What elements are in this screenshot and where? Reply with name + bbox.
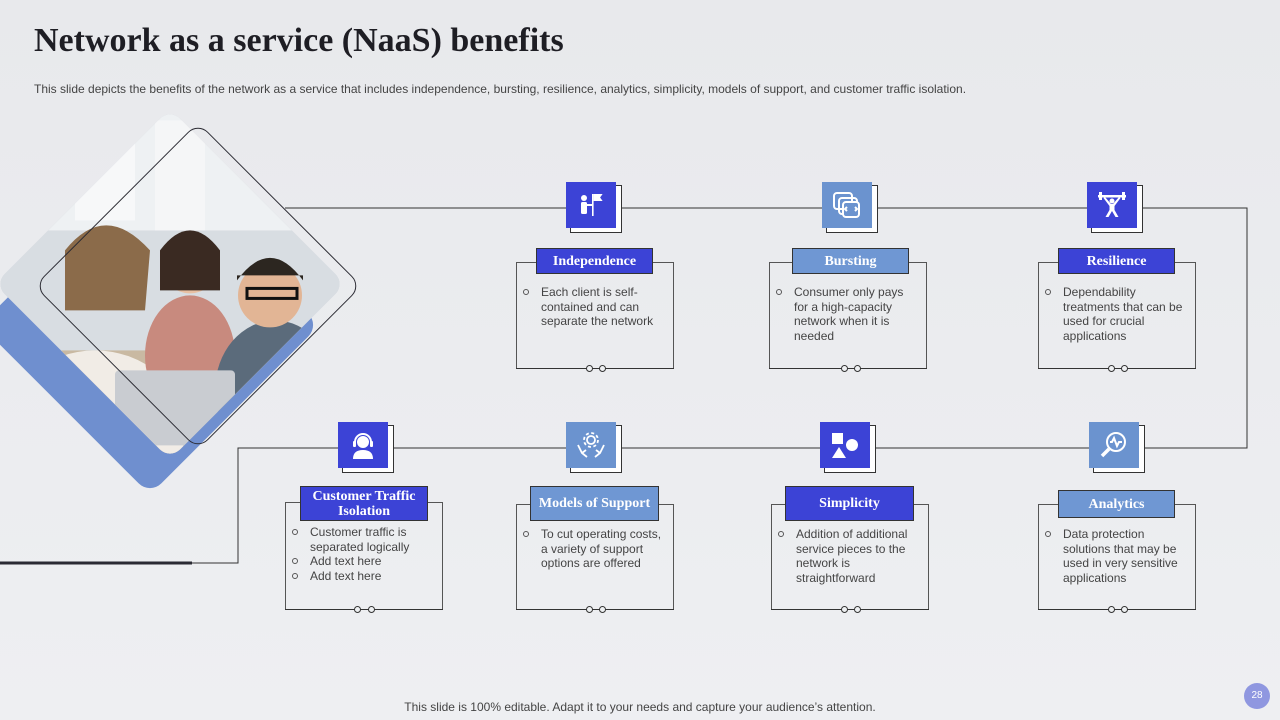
- customer-traffic-label: Customer Traffic Isolation: [300, 486, 428, 521]
- shapes-icon: [820, 422, 870, 468]
- benefit-bullet: Customer traffic is separated logically: [292, 525, 436, 554]
- resilience-icon-box: [1087, 182, 1143, 233]
- headset-agent-icon: [338, 422, 388, 468]
- benefit-bullet: Add text here: [292, 569, 436, 584]
- flag-person-icon: [566, 182, 616, 228]
- support-label: Models of Support: [530, 486, 659, 521]
- analytics-icon-box: [1089, 422, 1145, 473]
- bursting-label: Bursting: [792, 248, 909, 274]
- bursting-card: Consumer only pays for a high-capacity n…: [769, 262, 927, 372]
- customer-traffic-card: Customer traffic is separated logically …: [285, 502, 443, 613]
- simplicity-card: Addition of additional service pieces to…: [771, 504, 929, 613]
- hands-gear-icon: [566, 422, 616, 468]
- benefit-bullet: Addition of additional service pieces to…: [778, 527, 922, 585]
- bursting-icon-box: [822, 182, 878, 233]
- simplicity-label: Simplicity: [785, 486, 914, 521]
- magnifier-chart-icon: [1089, 422, 1139, 468]
- slide-title: Network as a service (NaaS) benefits: [34, 22, 564, 59]
- slide-footer: This slide is 100% editable. Adapt it to…: [404, 700, 876, 714]
- benefit-bullet: Add text here: [292, 554, 436, 569]
- benefit-bullet: Each client is self-contained and can se…: [523, 285, 667, 329]
- independence-icon-box: [566, 182, 622, 233]
- customer-traffic-icon-box: [338, 422, 394, 473]
- weightlifter-icon: [1087, 182, 1137, 228]
- page-number: 28: [1244, 683, 1270, 709]
- benefit-bullet: Data protection solutions that may be us…: [1045, 527, 1189, 585]
- resilience-card: Dependability treatments that can be use…: [1038, 262, 1196, 372]
- support-card: To cut operating costs, a variety of sup…: [516, 504, 674, 613]
- benefit-bullet: To cut operating costs, a variety of sup…: [523, 527, 667, 571]
- slide-subtitle: This slide depicts the benefits of the n…: [34, 82, 967, 96]
- simplicity-icon-box: [820, 422, 876, 473]
- support-icon-box: [566, 422, 622, 473]
- resilience-label: Resilience: [1058, 248, 1175, 274]
- benefit-bullet: Consumer only pays for a high-capacity n…: [776, 285, 920, 343]
- analytics-label: Analytics: [1058, 490, 1175, 518]
- independence-label: Independence: [536, 248, 653, 274]
- benefit-bullet: Dependability treatments that can be use…: [1045, 285, 1189, 343]
- analytics-card: Data protection solutions that may be us…: [1038, 504, 1196, 613]
- overlapping-screens-icon: [822, 182, 872, 228]
- independence-card: Each client is self-contained and can se…: [516, 262, 674, 372]
